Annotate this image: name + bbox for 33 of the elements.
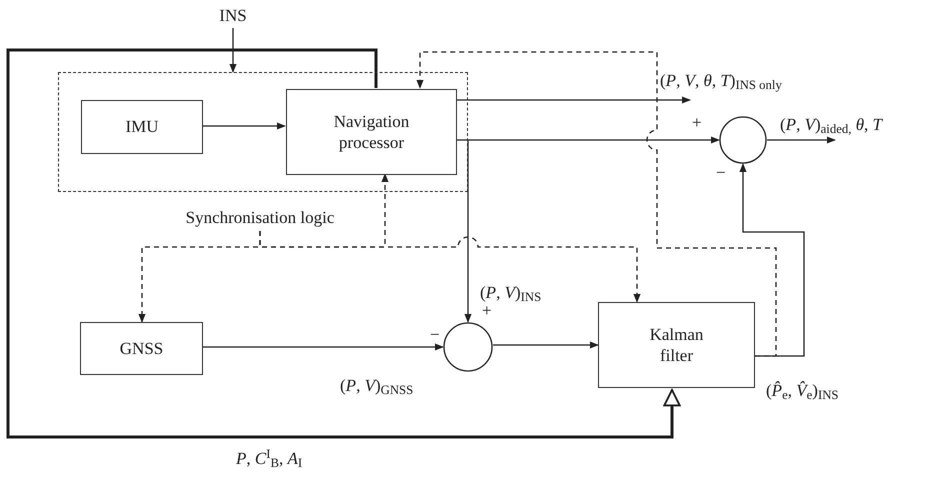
process-box (286, 89, 457, 175)
double-line-arrow (6, 48, 681, 438)
process-box (598, 302, 755, 388)
arrow (229, 28, 237, 73)
edge-label: (P, V, θ, T)$_{INS only}$ (660, 70, 782, 92)
dashed-arrow (416, 51, 777, 357)
arrow (203, 343, 444, 351)
edge-label: (P, V)$_{GNSS}$ (340, 375, 414, 396)
annotation-text: Synchronisation logic (186, 207, 334, 229)
sign-label: + (692, 114, 702, 131)
edge-label: (P̂$_{e}$, V̂$_{e}$)$_{INS}$ (766, 380, 839, 402)
box-label: Kalman filter (648, 324, 704, 366)
arrow (739, 163, 805, 357)
sign-label: − (430, 326, 440, 343)
box-label: Navigation processor (332, 110, 410, 154)
sign-label: − (716, 164, 726, 181)
arrow (493, 341, 599, 349)
edge-label: (P, V)$_{aided,}$ θ, T (780, 114, 882, 136)
annotation-text: INS (219, 5, 247, 27)
arrow (456, 136, 720, 144)
arrow (456, 96, 691, 104)
box-label: GNSS (120, 338, 164, 360)
arrow (202, 122, 286, 130)
process-box (81, 100, 203, 154)
arrow (464, 140, 472, 323)
edge-label: P, C$^{I}$$_{B}$, A$_{I}$ (236, 448, 302, 470)
subsystem-boundary (58, 72, 468, 192)
box-label: IMU (125, 116, 159, 138)
process-box (80, 322, 203, 375)
edge-label: (P, V)$_{INS}$ (480, 282, 542, 304)
sign-label: + (482, 302, 492, 319)
dashed-arrow (259, 231, 641, 303)
arrow (767, 136, 836, 144)
